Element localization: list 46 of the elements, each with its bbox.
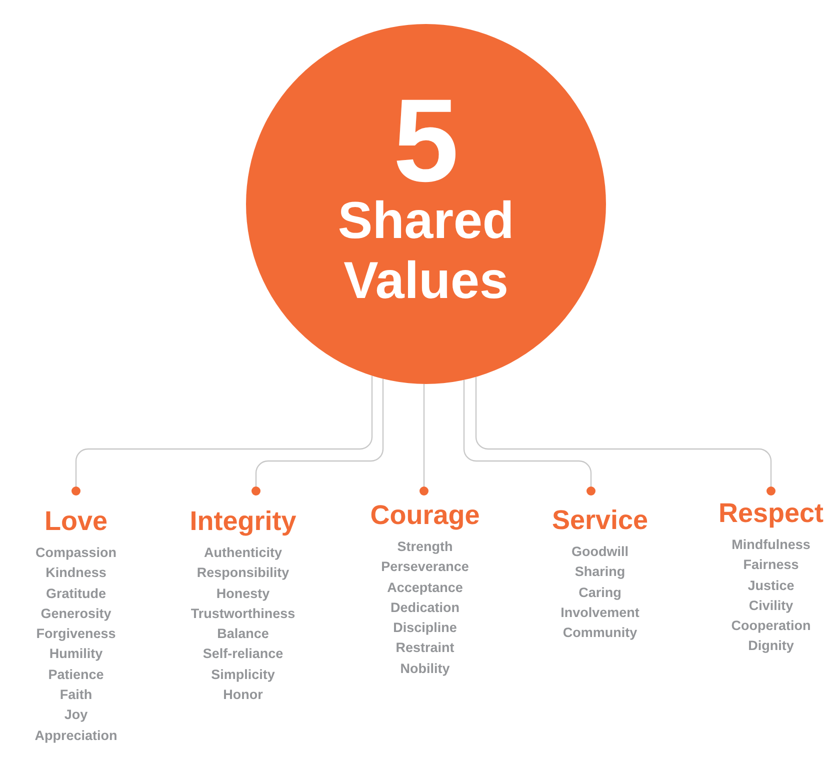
value-word: Responsibility [196, 564, 290, 582]
value-word: Perseverance [381, 558, 469, 576]
value-word: Justice [748, 576, 794, 595]
value-word: Fairness [743, 556, 799, 574]
value-word: Caring [578, 584, 622, 602]
value-word: Nobility [400, 660, 450, 678]
value-word: Honor [223, 686, 263, 704]
value-word: Balance [217, 625, 269, 644]
category-heading: Service [552, 505, 648, 536]
category-heading: Courage [370, 500, 480, 531]
value-word: Restraint [396, 639, 454, 658]
value-word: Cooperation [731, 617, 811, 636]
connector-line [72, 376, 373, 496]
connector-line [475, 376, 776, 496]
value-word: Appreciation [34, 726, 118, 745]
value-word: Goodwill [572, 543, 628, 561]
value-word: Discipline [393, 619, 457, 638]
value-word: Dedication [390, 598, 460, 617]
value-word: Trustworthiness [190, 604, 296, 623]
value-word: Humility [49, 645, 103, 664]
connector-line [420, 384, 428, 496]
value-word: Involvement [560, 604, 640, 622]
value-word: Civility [748, 596, 794, 615]
value-word: Strength [397, 538, 453, 556]
value-word: Community [562, 624, 638, 642]
connector-line [252, 378, 384, 496]
value-word: Gratitude [46, 584, 106, 603]
connector-line [463, 380, 596, 496]
value-word: Joy [64, 706, 88, 724]
value-word: Authenticity [204, 544, 282, 562]
value-word: Kindness [46, 564, 106, 582]
value-word: Sharing [574, 563, 626, 582]
value-word: Honesty [216, 584, 270, 603]
value-word: Simplicity [211, 666, 275, 684]
value-word: Generosity [40, 604, 112, 623]
category-heading: Respect [718, 498, 824, 529]
value-word: Self-reliance [202, 645, 284, 664]
value-word: Forgiveness [36, 625, 116, 644]
value-word: Compassion [35, 544, 116, 562]
category-heading: Love [44, 506, 108, 537]
value-word: Patience [48, 666, 104, 684]
category-heading: Integrity [190, 506, 296, 537]
value-word: Acceptance [387, 578, 463, 597]
value-word: Dignity [748, 637, 794, 656]
value-word: Mindfulness [732, 536, 810, 554]
value-word: Faith [60, 686, 92, 704]
